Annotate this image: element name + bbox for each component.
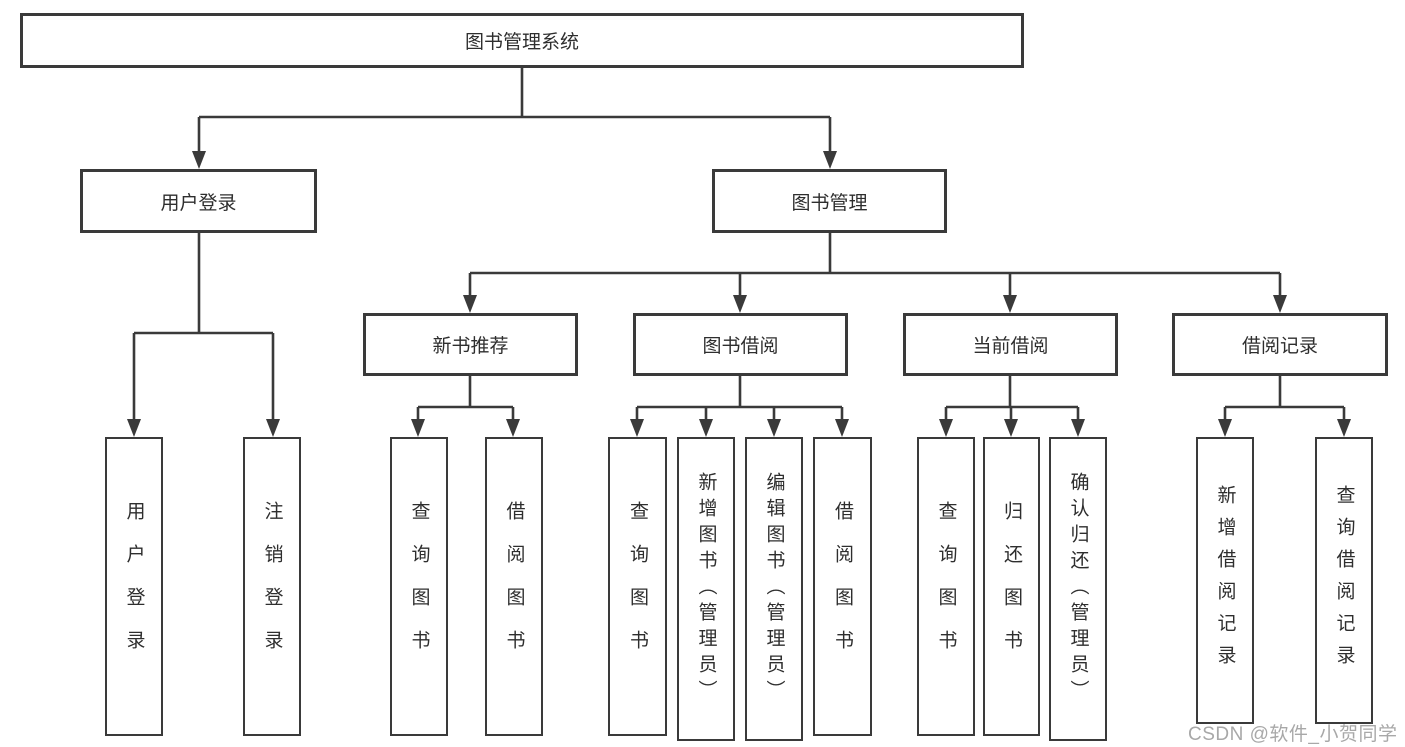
node-label: 查询借阅记录 [1333, 484, 1355, 677]
node-label: 编辑图书（管理员） [763, 472, 785, 706]
node-label: 图书借阅 [702, 336, 779, 357]
node-book-management: 图书管理 [712, 169, 947, 233]
leaf-recommend-borrow-books: 借阅图书 [485, 437, 543, 736]
node-user-login: 用户登录 [80, 169, 317, 233]
arrowhead [1071, 419, 1085, 437]
arrowhead [463, 295, 477, 313]
arrowhead [823, 151, 837, 169]
arrowhead [1273, 295, 1287, 313]
leaf-current-query-books: 查询图书 [917, 437, 975, 736]
arrowhead [1337, 419, 1351, 437]
node-label: 借阅记录 [1241, 336, 1318, 357]
node-label: 借阅图书 [832, 500, 853, 673]
node-label: 注销登录 [261, 500, 283, 673]
node-root-system: 图书管理系统 [20, 13, 1024, 68]
arrowhead [699, 419, 713, 437]
arrowhead [733, 295, 747, 313]
leaf-records-query-record: 查询借阅记录 [1315, 437, 1373, 724]
arrowhead [835, 419, 849, 437]
arrowhead [1218, 419, 1232, 437]
node-borrow-records: 借阅记录 [1172, 313, 1388, 376]
arrowhead [1004, 419, 1018, 437]
leaf-current-confirm-return-admin: 确认归还（管理员） [1049, 437, 1107, 741]
leaf-recommend-query-books: 查询图书 [390, 437, 448, 736]
node-label: 新增图书（管理员） [695, 472, 717, 706]
node-book-borrow: 图书借阅 [633, 313, 848, 376]
leaf-borrow-add-books-admin: 新增图书（管理员） [677, 437, 735, 741]
arrowhead [411, 419, 425, 437]
leaf-borrow-edit-books-admin: 编辑图书（管理员） [745, 437, 803, 741]
watermark: CSDN @软件_小贺同学 [1188, 724, 1398, 745]
node-label: 当前借阅 [972, 336, 1049, 357]
leaf-logout: 注销登录 [243, 437, 301, 736]
leaf-user-login: 用户登录 [105, 437, 163, 736]
arrowhead [127, 419, 141, 437]
arrowhead [1003, 295, 1017, 313]
node-new-book-recommend: 新书推荐 [363, 313, 578, 376]
arrowheads [127, 151, 1351, 437]
node-label: 查询图书 [935, 500, 957, 673]
arrowhead [266, 419, 280, 437]
connector-path [132, 68, 1346, 421]
node-label: 用户登录 [160, 192, 237, 214]
leaf-current-return-books: 归还图书 [983, 437, 1040, 736]
node-label: 归还图书 [1001, 500, 1022, 673]
arrowhead [192, 151, 206, 169]
node-label: 查询图书 [627, 500, 648, 673]
arrowhead [506, 419, 520, 437]
node-label: 图书管理系统 [464, 32, 579, 53]
arrowhead [939, 419, 953, 437]
node-label: 借阅图书 [503, 500, 525, 673]
arrowhead [630, 419, 644, 437]
node-label: 用户登录 [123, 500, 145, 673]
node-label: 新书推荐 [432, 336, 509, 357]
leaf-records-add-record: 新增借阅记录 [1196, 437, 1254, 724]
node-label: 新增借阅记录 [1214, 484, 1236, 677]
node-label: 确认归还（管理员） [1067, 472, 1089, 706]
node-label: 查询图书 [408, 500, 430, 673]
leaf-borrow-query-books: 查询图书 [608, 437, 667, 736]
arrowhead [767, 419, 781, 437]
leaf-borrow-borrow-books: 借阅图书 [813, 437, 872, 736]
node-current-borrow: 当前借阅 [903, 313, 1118, 376]
node-label: 图书管理 [791, 192, 868, 214]
